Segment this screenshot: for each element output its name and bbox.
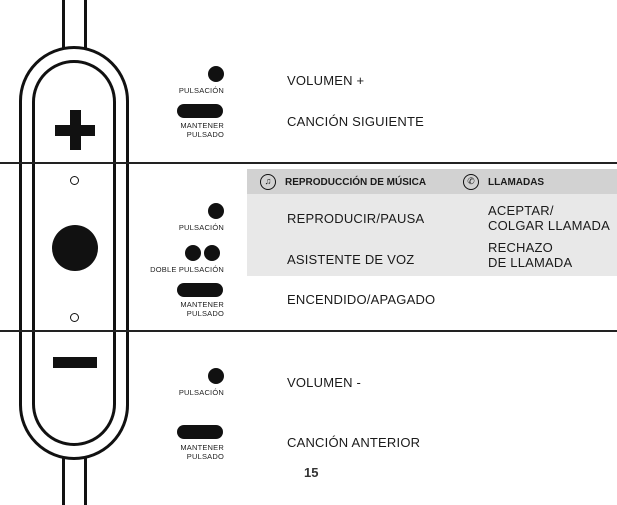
function-voice-assistant: ASISTENTE DE VOZ xyxy=(287,252,415,267)
divider-bottom xyxy=(0,330,617,332)
led-indicator-icon xyxy=(70,313,79,322)
microphone-hole-icon xyxy=(70,176,79,185)
single-press-icon xyxy=(208,66,224,82)
music-note-icon: ♫ xyxy=(260,174,276,190)
double-press-icon-2 xyxy=(204,245,220,261)
function-volume-up: VOLUMEN + xyxy=(287,73,365,88)
press-label: PULSACIÓN xyxy=(178,86,224,95)
function-previous-song: CANCIÓN ANTERIOR xyxy=(287,435,421,450)
single-press-icon xyxy=(208,368,224,384)
minus-icon[interactable] xyxy=(53,357,97,368)
function-power: ENCENDIDO/APAGADO xyxy=(287,292,436,307)
function-next-song: CANCIÓN SIGUIENTE xyxy=(287,114,425,129)
hold-press-icon xyxy=(177,425,223,439)
cable-top-right xyxy=(84,0,87,50)
cable-bottom-right xyxy=(84,455,87,505)
phone-icon: ✆ xyxy=(463,174,479,190)
hold-press-icon xyxy=(177,283,223,297)
hold-press-icon xyxy=(177,104,223,118)
remote-control-inner-outline xyxy=(32,60,116,446)
plus-icon-vertical[interactable] xyxy=(70,110,81,150)
double-press-label: DOBLE PULSACIÓN xyxy=(150,265,224,274)
cable-top-left xyxy=(62,0,65,50)
cable-bottom-left xyxy=(62,455,65,505)
header-calls: LLAMADAS xyxy=(488,177,545,188)
center-button[interactable] xyxy=(52,225,98,271)
function-table-header xyxy=(247,169,617,194)
function-volume-down: VOLUMEN - xyxy=(287,375,362,390)
press-label: PULSACIÓN xyxy=(178,223,224,232)
press-label: PULSACIÓN xyxy=(178,388,224,397)
page-number: 15 xyxy=(304,465,319,480)
divider-top xyxy=(0,162,617,164)
single-press-icon xyxy=(208,203,224,219)
function-answer-call: ACEPTAR/COLGAR LLAMADA xyxy=(488,203,611,233)
function-play-pause: REPRODUCIR/PAUSA xyxy=(287,211,425,226)
header-music-playback: REPRODUCCIÓN DE MÚSICA xyxy=(285,177,427,188)
double-press-icon-1 xyxy=(185,245,201,261)
